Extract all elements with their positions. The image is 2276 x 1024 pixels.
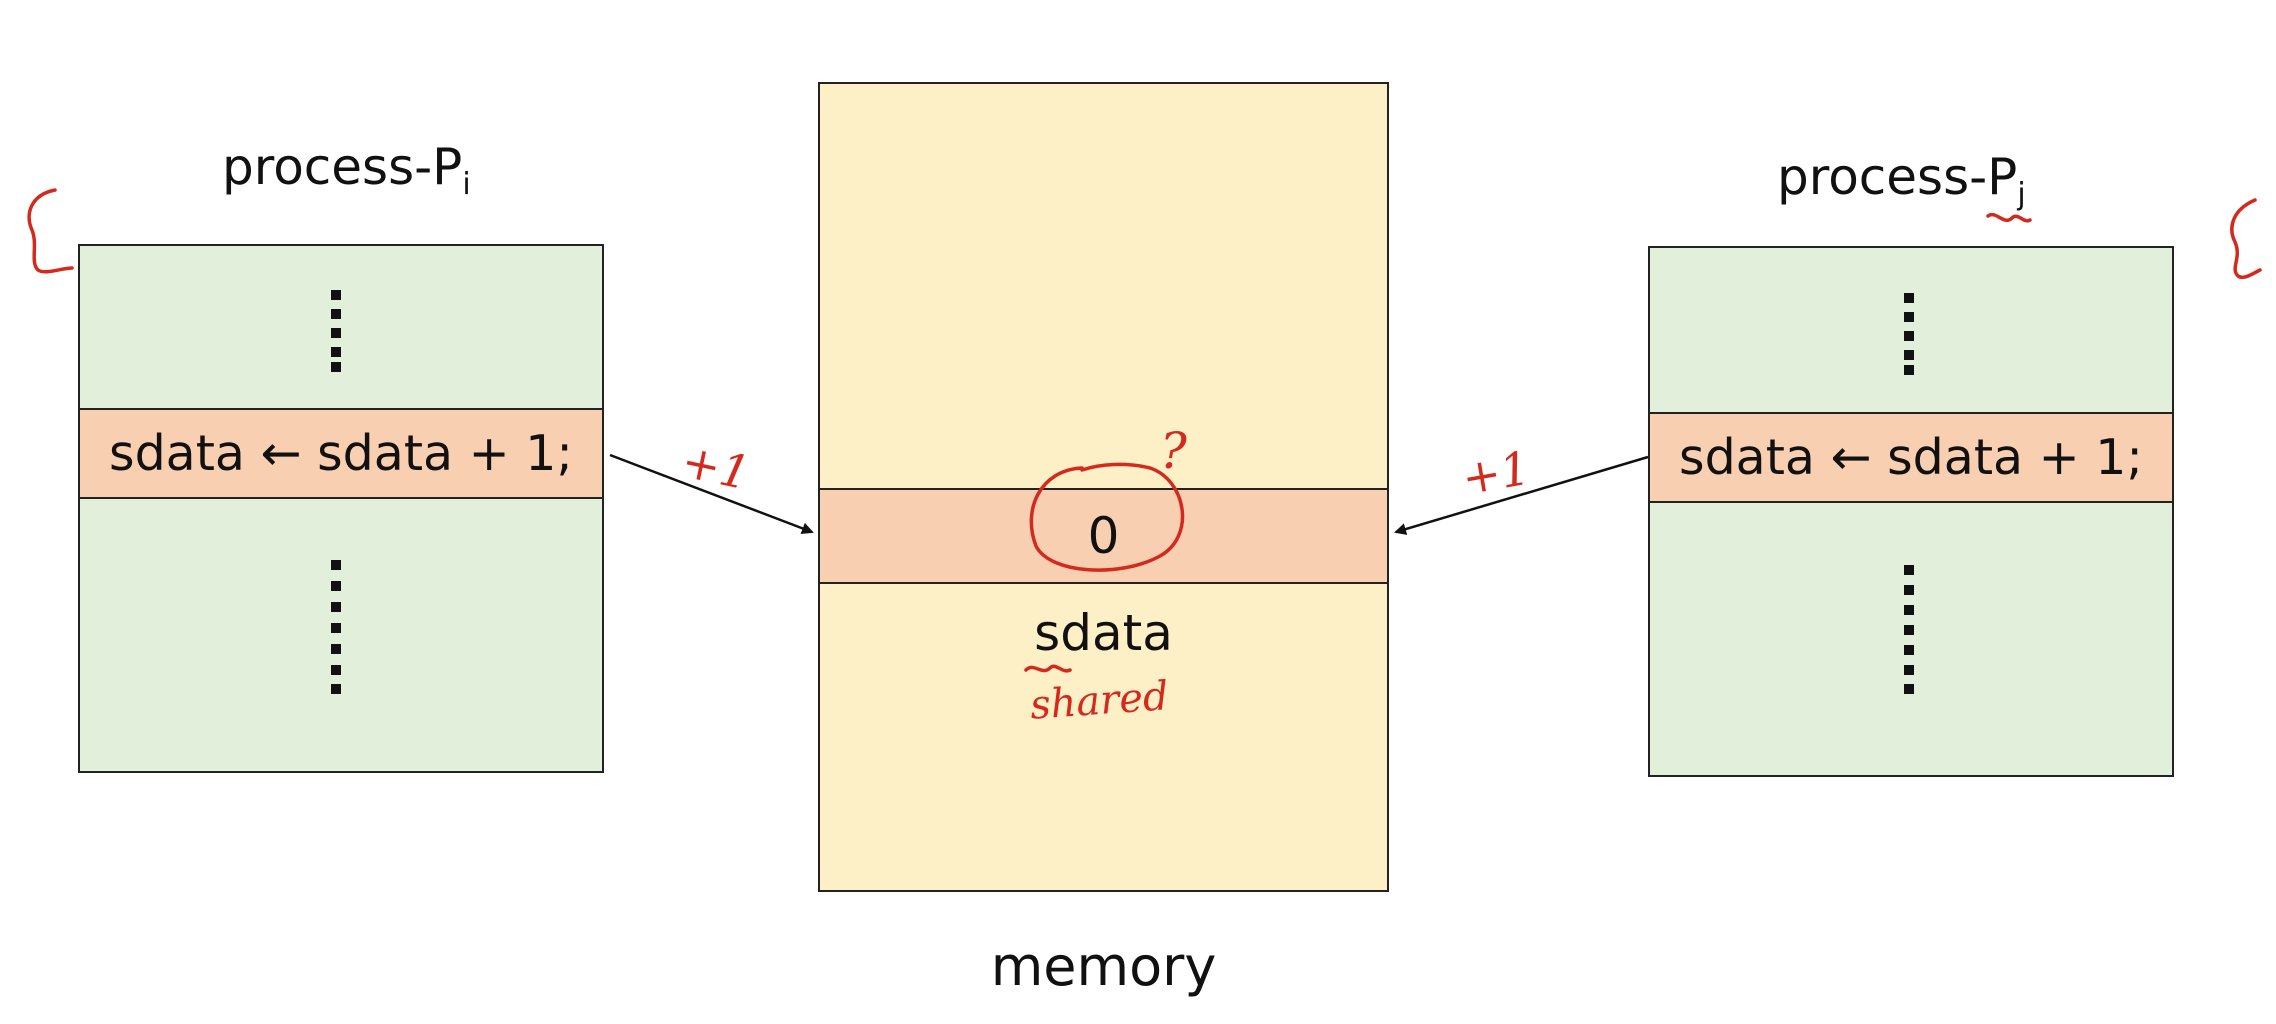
brace-mark-icon bbox=[27, 188, 74, 274]
memory-cell-label: sdata bbox=[1034, 604, 1173, 662]
ellipsis-icon bbox=[1904, 293, 1914, 375]
process-pj-title-prefix: process-P bbox=[1777, 148, 2018, 206]
process-pi-title: process-Pi bbox=[222, 142, 471, 200]
shared-note: shared bbox=[1028, 673, 1170, 729]
memory-caption: memory bbox=[990, 935, 1217, 998]
squiggle-underline-icon bbox=[1986, 212, 2032, 223]
memory-cell-value: 0 bbox=[1087, 507, 1120, 565]
process-pj-code-line: sdata ← sdata + 1; bbox=[1650, 412, 2172, 503]
ellipsis-icon bbox=[331, 290, 341, 372]
process-pi-title-subscript: i bbox=[462, 167, 471, 202]
process-pj-title-subscript: j bbox=[2017, 177, 2026, 212]
process-pi-code-line: sdata ← sdata + 1; bbox=[80, 408, 602, 499]
squiggle-underline-icon bbox=[1024, 664, 1072, 673]
process-pj-title: process-Pj bbox=[1777, 152, 2026, 210]
memory-block: 0 sdata bbox=[818, 82, 1389, 892]
memory-sdata-cell: 0 bbox=[820, 488, 1387, 584]
arrow-pj-to-memory bbox=[1394, 455, 1649, 535]
value-circle-icon bbox=[1029, 462, 1185, 572]
ellipsis-icon bbox=[331, 560, 341, 694]
ellipsis-icon bbox=[1904, 565, 1914, 694]
arrow-pi-to-memory bbox=[609, 453, 814, 535]
process-pi-title-prefix: process-P bbox=[222, 138, 463, 196]
cell-question-note: ? bbox=[1160, 422, 1187, 480]
right-plus-one-note: +1 bbox=[1457, 440, 1534, 506]
brace-mark-icon bbox=[2230, 198, 2262, 280]
